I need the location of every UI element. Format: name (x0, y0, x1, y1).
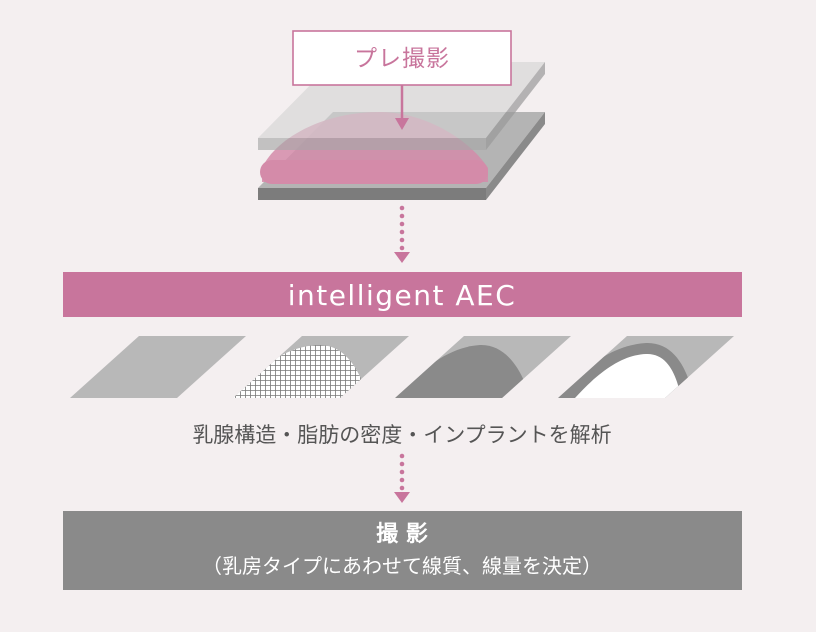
compression-plate-front (258, 138, 486, 150)
aec-bar: intelligent AEC (63, 272, 742, 317)
breast-base (260, 160, 488, 184)
analysis-caption: 乳腺構造・脂肪の密度・インプラントを解析 (192, 423, 611, 447)
dotted-arrow-1 (394, 205, 410, 263)
compression-plate-side (486, 62, 545, 150)
analysis-panels (70, 336, 734, 398)
dotted-arrow-2 (394, 453, 410, 503)
detector-plate-front (258, 188, 486, 200)
analysis-panel-implant (558, 336, 734, 398)
analysis-panel-empty (70, 336, 246, 398)
aec-label: intelligent AEC (288, 279, 517, 312)
press-arrow (395, 85, 409, 130)
analysis-panel-mammary (233, 336, 409, 398)
exposure-subtitle: （乳房タイプにあわせて線質、線量を決定） (202, 554, 602, 578)
detector-plate-side (486, 112, 545, 200)
pre-exposure-label: プレ撮影 (354, 46, 450, 72)
exposure-title: 撮 影 (376, 521, 428, 547)
pre-exposure-box: プレ撮影 (292, 30, 512, 86)
exposure-box: 撮 影 （乳房タイプにあわせて線質、線量を決定） (63, 511, 742, 590)
analysis-panel-fat (395, 336, 571, 398)
